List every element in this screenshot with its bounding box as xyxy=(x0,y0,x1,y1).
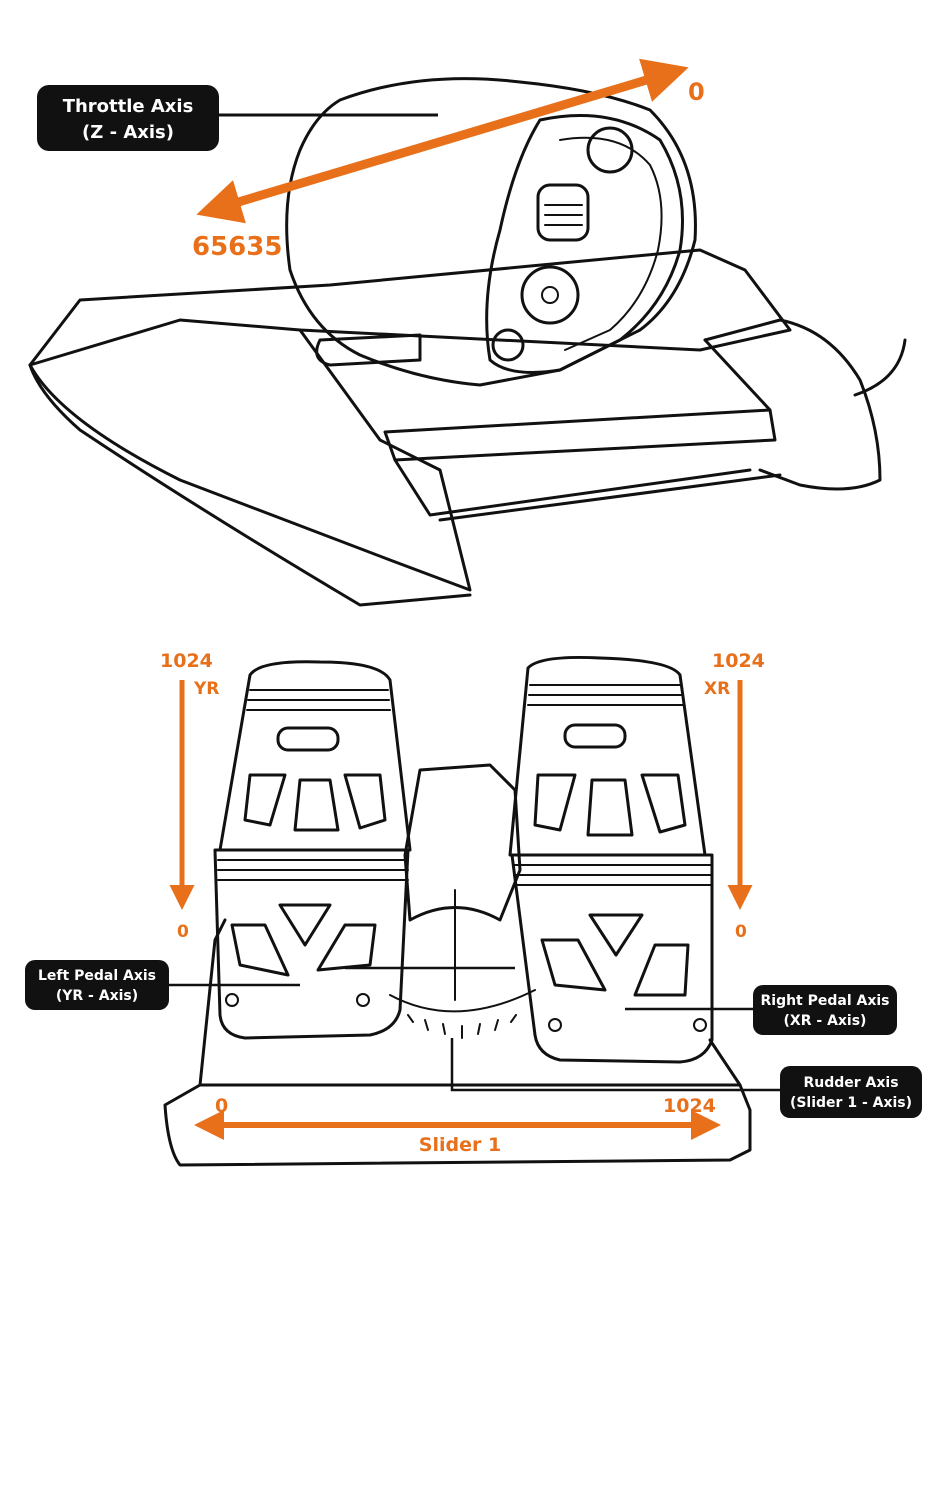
throttle-tray-side xyxy=(705,320,880,489)
rudder-callout-line1: Rudder Axis xyxy=(803,1075,898,1091)
left-pedal-tri xyxy=(280,905,330,945)
throttle-min-label: 65635 xyxy=(192,232,282,262)
left-pedal-screw-2 xyxy=(357,994,369,1006)
throttle-button-top xyxy=(588,128,632,172)
right-pedal-top-value: 1024 xyxy=(712,650,765,672)
left-pedal-callout-line1: Left Pedal Axis xyxy=(38,968,156,984)
rudder-scale-ticks xyxy=(408,1015,516,1038)
throttle-tray xyxy=(385,410,775,460)
slider-right-value: 1024 xyxy=(663,1095,716,1117)
pedal-center-column xyxy=(405,765,520,920)
throttle-wheel xyxy=(538,185,588,240)
right-pedal-hole-5 xyxy=(635,945,688,995)
throttle-callout-line2: (Z - Axis) xyxy=(82,122,174,143)
right-pedal-axis-name: XR xyxy=(704,679,730,699)
left-pedal-hole-2 xyxy=(295,780,338,830)
throttle-base-lower xyxy=(30,365,470,605)
right-pedal-slot xyxy=(565,725,625,747)
left-pedal-callout-line2: (YR - Axis) xyxy=(56,988,138,1004)
throttle-tray-right-lower xyxy=(440,475,780,520)
throttle-illustration xyxy=(30,79,905,605)
right-pedal-screw-1 xyxy=(549,1019,561,1031)
throttle-hat-center xyxy=(542,287,558,303)
slider-left-value: 0 xyxy=(215,1095,228,1117)
right-pedal-lower xyxy=(512,855,712,1062)
throttle-hat-switch xyxy=(522,267,578,323)
pedal-base-right xyxy=(710,1040,740,1085)
rudder-callout-leader xyxy=(452,1038,780,1090)
right-pedal-bottom-value: 0 xyxy=(735,922,747,942)
left-pedal-screw-1 xyxy=(226,994,238,1006)
throttle-slot xyxy=(317,335,420,365)
left-pedal-hole-4 xyxy=(232,925,288,975)
left-pedal-hole-3 xyxy=(345,775,385,828)
pedal-base-top xyxy=(200,920,225,1085)
right-pedal-hole-2 xyxy=(588,780,632,835)
left-pedal-slot xyxy=(278,728,338,750)
right-pedal-tri xyxy=(590,915,642,955)
left-pedal-hole-5 xyxy=(318,925,375,970)
right-pedal-callout-line2: (XR - Axis) xyxy=(784,1013,867,1029)
throttle-panel-inner xyxy=(560,138,662,350)
left-pedal-axis-name: YR xyxy=(193,679,219,699)
left-pedal-hole-1 xyxy=(245,775,285,825)
slider-label: Slider 1 xyxy=(419,1134,501,1156)
right-pedal-screw-2 xyxy=(694,1019,706,1031)
throttle-tray-right xyxy=(705,340,770,410)
left-pedal-top-value: 1024 xyxy=(160,650,213,672)
right-pedal-hole-3 xyxy=(642,775,685,832)
throttle-max-label: 0 xyxy=(688,78,705,106)
pedal-center-curve xyxy=(390,990,535,1011)
right-pedal-hole-1 xyxy=(535,775,575,830)
right-pedal-callout-line1: Right Pedal Axis xyxy=(760,993,889,1009)
throttle-base xyxy=(30,250,790,365)
left-pedal-bottom-value: 0 xyxy=(177,922,189,942)
right-pedal-hole-4 xyxy=(542,940,605,990)
rudder-callout-line2: (Slider 1 - Axis) xyxy=(790,1095,912,1111)
throttle-callout-line1: Throttle Axis xyxy=(63,96,194,117)
throttle-button-bottom xyxy=(493,330,523,360)
left-pedal-lower xyxy=(215,850,408,1038)
